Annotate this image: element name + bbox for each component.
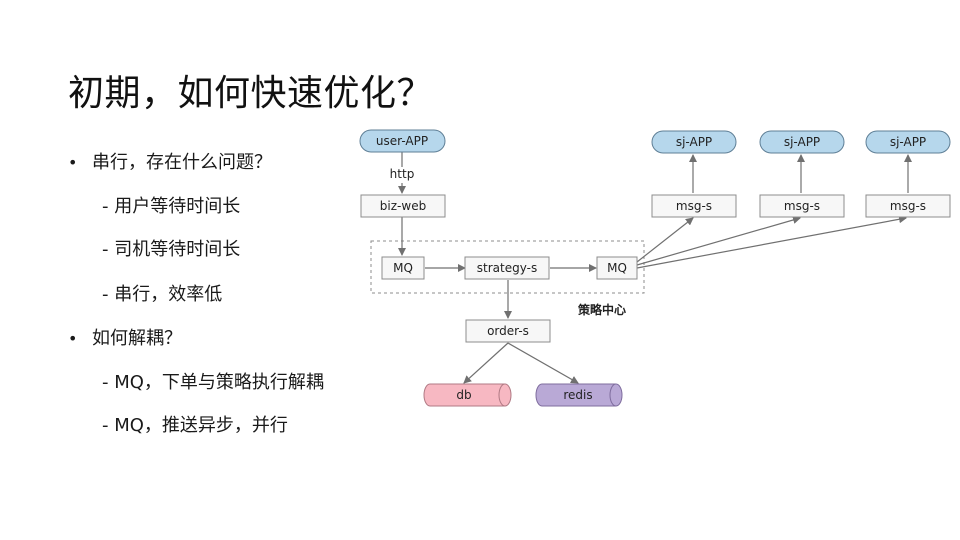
arrow-order-to-db [463,342,509,384]
redis-node: redis [535,383,623,407]
db-cylinder-outline [423,383,512,407]
db-label: db [456,388,471,402]
bullet-text: - 串行，效率低 [102,284,223,305]
connector-arrows [398,152,912,384]
db-cylinder [424,384,511,406]
sj-app-label: sj-APP [784,135,820,149]
biz-web-node: biz-web [360,194,446,218]
strategy-center-region [370,240,645,294]
sj-app-outline [651,130,737,154]
sj-app-outline [759,130,845,154]
sj-app-label: sj-APP [890,135,926,149]
sj-app-outline [865,130,951,154]
msg-s-node-1: msg-s [651,194,737,218]
mq-out-label: MQ [607,261,627,275]
bullet-text: 如何解耦？ [92,328,182,349]
arrow-mq-to-msg2 [636,216,801,266]
msg-s-label: msg-s [890,199,926,213]
bullet-item: • 串行，存在什么问题？ [68,154,272,172]
bullet-text: - MQ，下单与策略执行解耦 [102,372,324,393]
sj-app-node-3: sj-APP [865,130,951,154]
bullet-dot-icon: • [68,153,78,172]
msg-s-node-2: msg-s [759,194,845,218]
msg-s-label: msg-s [784,199,820,213]
biz-web-label: biz-web [380,199,426,213]
strategy-node: strategy-s [464,256,550,280]
user-app-pill [360,130,445,152]
http-label: http [390,167,415,181]
order-node: order-s [465,319,551,343]
sub-bullet-item: - MQ，推送异步，并行 [102,417,288,435]
strategy-center-label: 策略中心 [578,302,626,317]
arrow-order-to-redis [507,342,579,384]
user-app-outline [359,129,446,153]
sj-app-node-1: sj-APP [651,130,737,154]
bullet-text: - 用户等待时间长 [102,196,241,217]
bullet-text: 串行，存在什么问题？ [92,152,272,173]
sub-bullet-item: - 用户等待时间长 [102,198,240,216]
sub-bullet-item: - MQ，下单与策略执行解耦 [102,374,324,392]
msg-s-label: msg-s [676,199,712,213]
sub-bullet-item: - 串行，效率低 [102,286,222,304]
redis-label: redis [563,388,592,402]
user-app-node: user-APP [359,129,446,153]
db-node: db [423,383,512,407]
msg-s-node-3: msg-s [865,194,951,218]
user-app-label: user-APP [376,134,428,148]
bullet-text: - MQ，推送异步，并行 [102,415,288,436]
sj-app-node-2: sj-APP [759,130,845,154]
bullet-dot-icon: • [68,329,78,348]
sj-app-pill [760,131,844,153]
arrow-mq-to-msg1 [636,217,694,263]
bullet-item: • 如何解耦？ [68,330,182,348]
strategy-label: strategy-s [477,261,537,275]
bullet-text: - 司机等待时间长 [102,239,241,260]
mq-in-label: MQ [393,261,413,275]
redis-cylinder [536,384,622,406]
mq-in-node: MQ [381,256,425,280]
redis-cylinder-outline [535,383,623,407]
page-title: 初期，如何快速优化？ [68,73,434,114]
order-label: order-s [487,324,529,338]
sub-bullet-item: - 司机等待时间长 [102,241,240,259]
arrow-mq-to-msg3 [636,215,907,269]
sj-app-label: sj-APP [676,135,712,149]
sj-app-pill [652,131,736,153]
sj-app-pill [866,131,950,153]
mq-out-node: MQ [596,256,638,280]
